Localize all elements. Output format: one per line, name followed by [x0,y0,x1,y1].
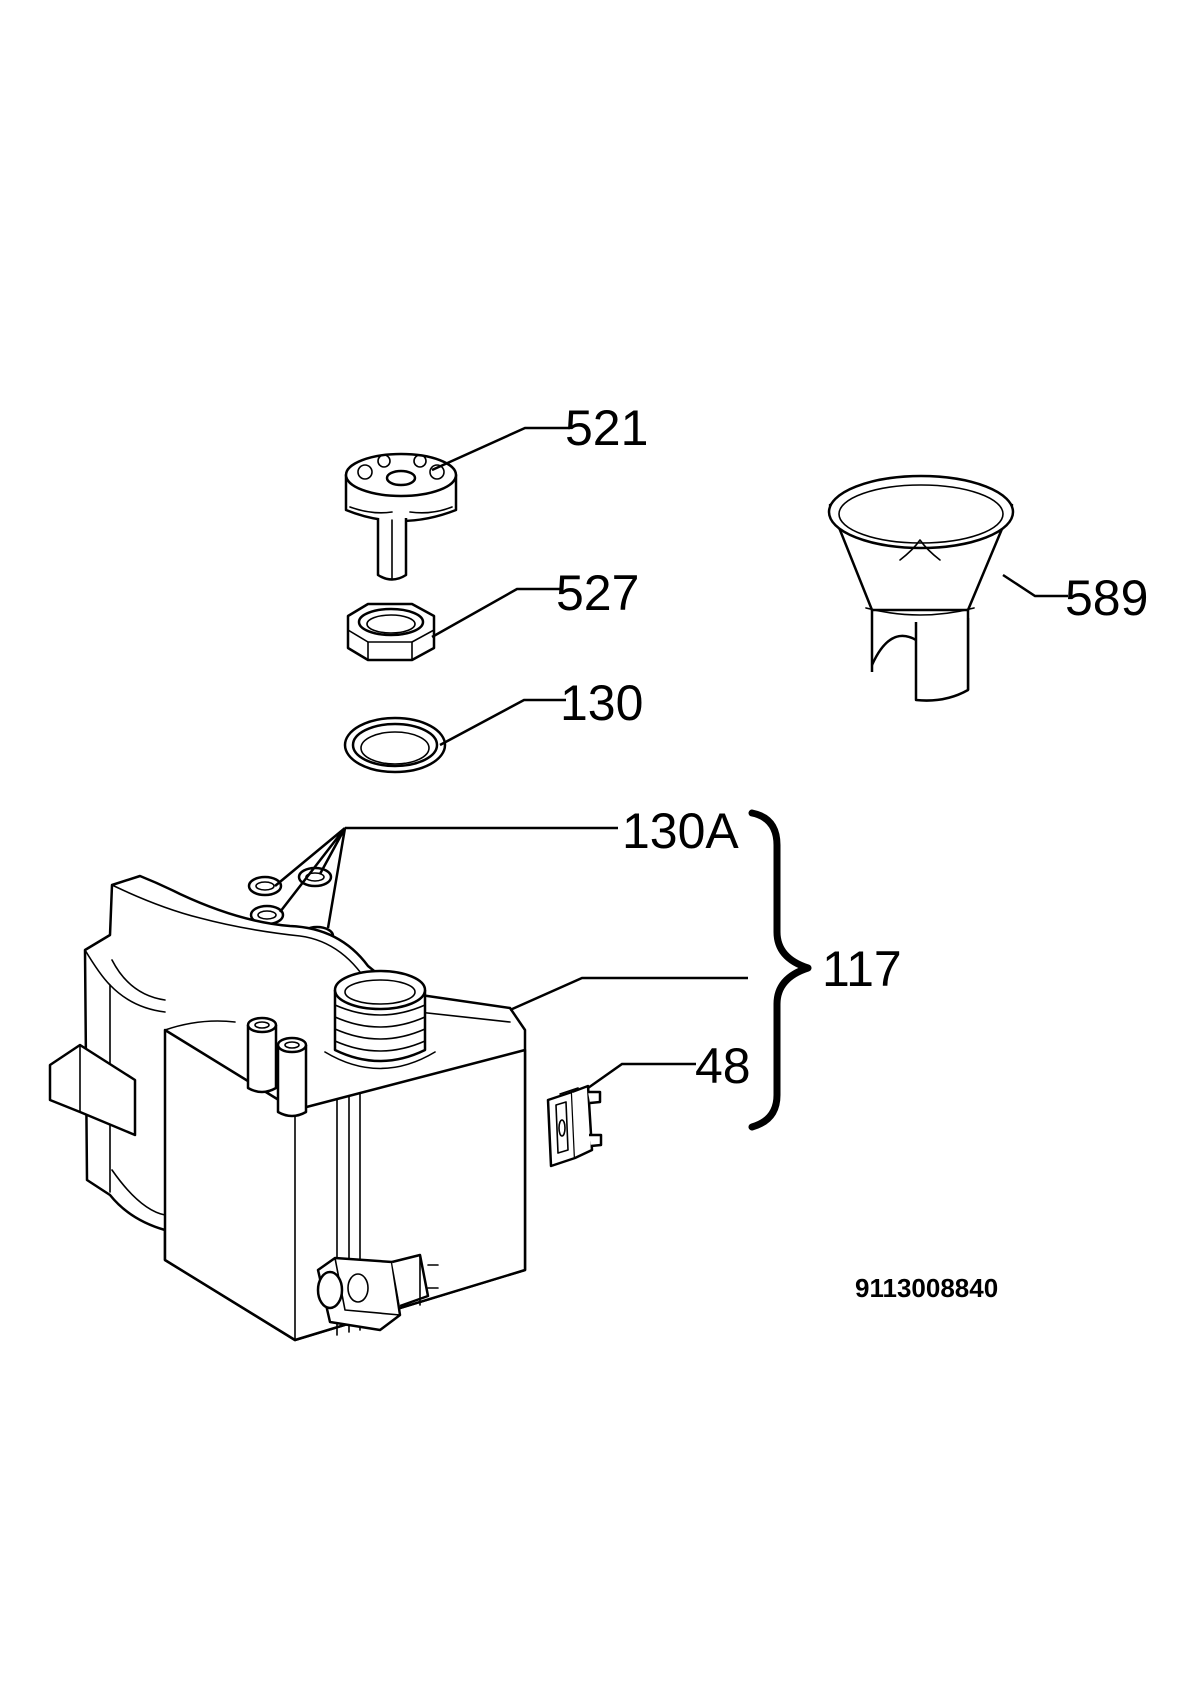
part-117-salt-container [48,874,527,1342]
part-521-cap [344,452,458,581]
assembly-brace [748,809,812,1131]
callout-130a: 130A [622,803,739,859]
callout-527: 527 [556,565,639,621]
callout-48: 48 [695,1038,751,1094]
part-527-nut [346,602,436,662]
callout-521: 521 [565,400,648,456]
part-589-funnel [827,474,1015,702]
document-number: 9113008840 [855,1273,998,1303]
leader-lines [274,426,1068,1090]
callout-130: 130 [560,675,643,731]
part-130-seal-ring [343,716,447,774]
callout-589: 589 [1065,570,1148,626]
callout-117: 117 [822,941,902,997]
part-48-switch [546,1084,603,1168]
